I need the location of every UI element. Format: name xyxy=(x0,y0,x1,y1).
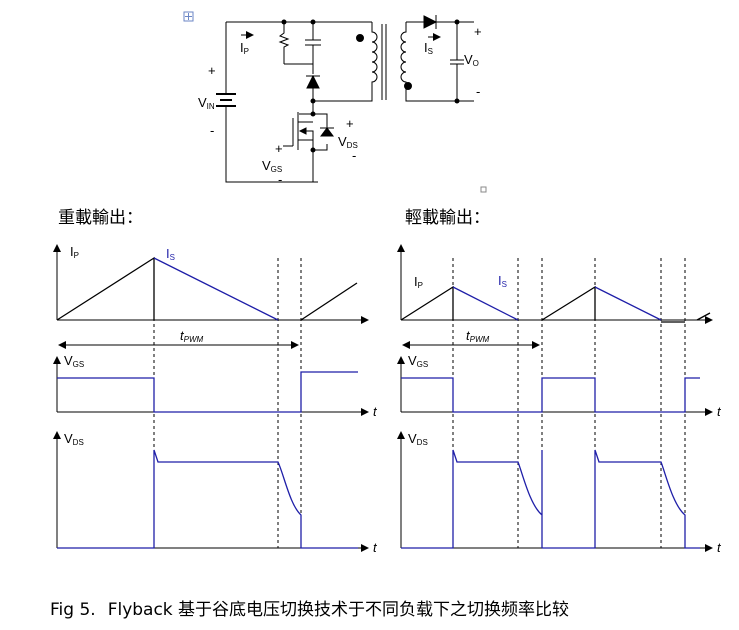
right-vgs-t-label: t xyxy=(717,404,722,419)
right-ip-wave-2 xyxy=(541,285,596,321)
vds-minus: - xyxy=(352,148,356,163)
vo-label: VO xyxy=(464,52,479,68)
left-vgs-wave xyxy=(57,371,358,413)
right-is-wave-2 xyxy=(594,286,662,321)
transformer-core-icon xyxy=(381,24,387,100)
right-tpwm-label: tPWM xyxy=(466,328,490,344)
circuit-labels: + VIN - IP IS + VO - + VDS - + VGS - xyxy=(198,24,482,187)
vgs-label: VGS xyxy=(262,158,282,174)
output-diode-icon xyxy=(412,15,474,29)
left-panel-title: 重載輸出： xyxy=(58,208,143,228)
vo-minus: - xyxy=(476,84,480,99)
resize-handle-icon[interactable] xyxy=(480,186,487,193)
left-ip-next-wave xyxy=(300,282,358,321)
flyback-schematic xyxy=(183,11,474,183)
left-dashed-markers xyxy=(153,258,302,548)
left-wire xyxy=(225,22,318,183)
left-is-label: IS xyxy=(166,246,175,262)
battery-vin-icon xyxy=(216,91,236,112)
junction-dots xyxy=(281,19,460,104)
right-vds-wave xyxy=(401,449,700,549)
vin-label: VIN xyxy=(198,95,215,111)
right-vds-t-label: t xyxy=(717,540,722,555)
vo-plus: + xyxy=(474,24,482,39)
right-ip-tail xyxy=(661,312,711,323)
left-waveforms xyxy=(56,256,358,549)
right-vds-label: VDS xyxy=(408,431,428,447)
secondary-dot-icon xyxy=(404,82,412,90)
vgs-plus: + xyxy=(275,141,283,156)
right-dashed-markers xyxy=(452,258,686,548)
left-vds-t-label: t xyxy=(373,540,378,555)
secondary-winding-icon xyxy=(400,21,474,102)
left-vds-label: VDS xyxy=(64,431,84,447)
output-capacitor-icon xyxy=(450,22,464,101)
right-panel-title: 輕載輸出： xyxy=(405,208,490,228)
primary-winding-icon xyxy=(313,22,378,102)
right-is-label: IS xyxy=(498,273,507,289)
snubber-diode-icon xyxy=(306,64,320,101)
right-ip-label: IP xyxy=(414,274,423,290)
vds-label: VDS xyxy=(338,134,358,150)
right-is-wave-1 xyxy=(452,286,519,321)
right-waveforms xyxy=(400,285,711,549)
right-ip-wave-1 xyxy=(400,285,454,321)
left-vds-wave xyxy=(57,449,358,549)
right-vgs-wave xyxy=(401,377,700,413)
is-label: IS xyxy=(424,40,433,56)
right-waveform-panel xyxy=(397,244,713,552)
ip-label: IP xyxy=(240,40,249,56)
move-handle-icon[interactable] xyxy=(183,11,194,22)
left-vgs-label: VGS xyxy=(64,353,84,369)
left-tpwm-label: tPWM xyxy=(180,328,204,344)
vgs-minus: - xyxy=(278,172,282,187)
left-is-wave xyxy=(153,257,279,321)
left-vgs-t-label: t xyxy=(373,404,378,419)
left-waveform-panel xyxy=(53,244,369,552)
right-panel-labels: IP IS tPWM VGS t VDS t xyxy=(408,273,722,555)
left-ip-wave xyxy=(56,256,155,321)
left-ip-label: IP xyxy=(70,244,79,260)
vds-plus: + xyxy=(346,116,354,131)
resistor-icon xyxy=(278,22,290,64)
figure-caption: Fig 5.Flyback 基于谷底电压切换技术于不同负载下之切换频率比较 xyxy=(50,600,569,620)
snubber-capacitor-icon xyxy=(305,22,321,64)
right-vgs-label: VGS xyxy=(408,353,428,369)
vin-plus: + xyxy=(208,63,216,78)
left-panel-labels: IP IS tPWM VGS t VDS t xyxy=(64,244,378,555)
primary-dot-icon xyxy=(356,34,364,42)
vin-minus: - xyxy=(210,123,214,138)
mosfet-icon xyxy=(283,101,334,182)
